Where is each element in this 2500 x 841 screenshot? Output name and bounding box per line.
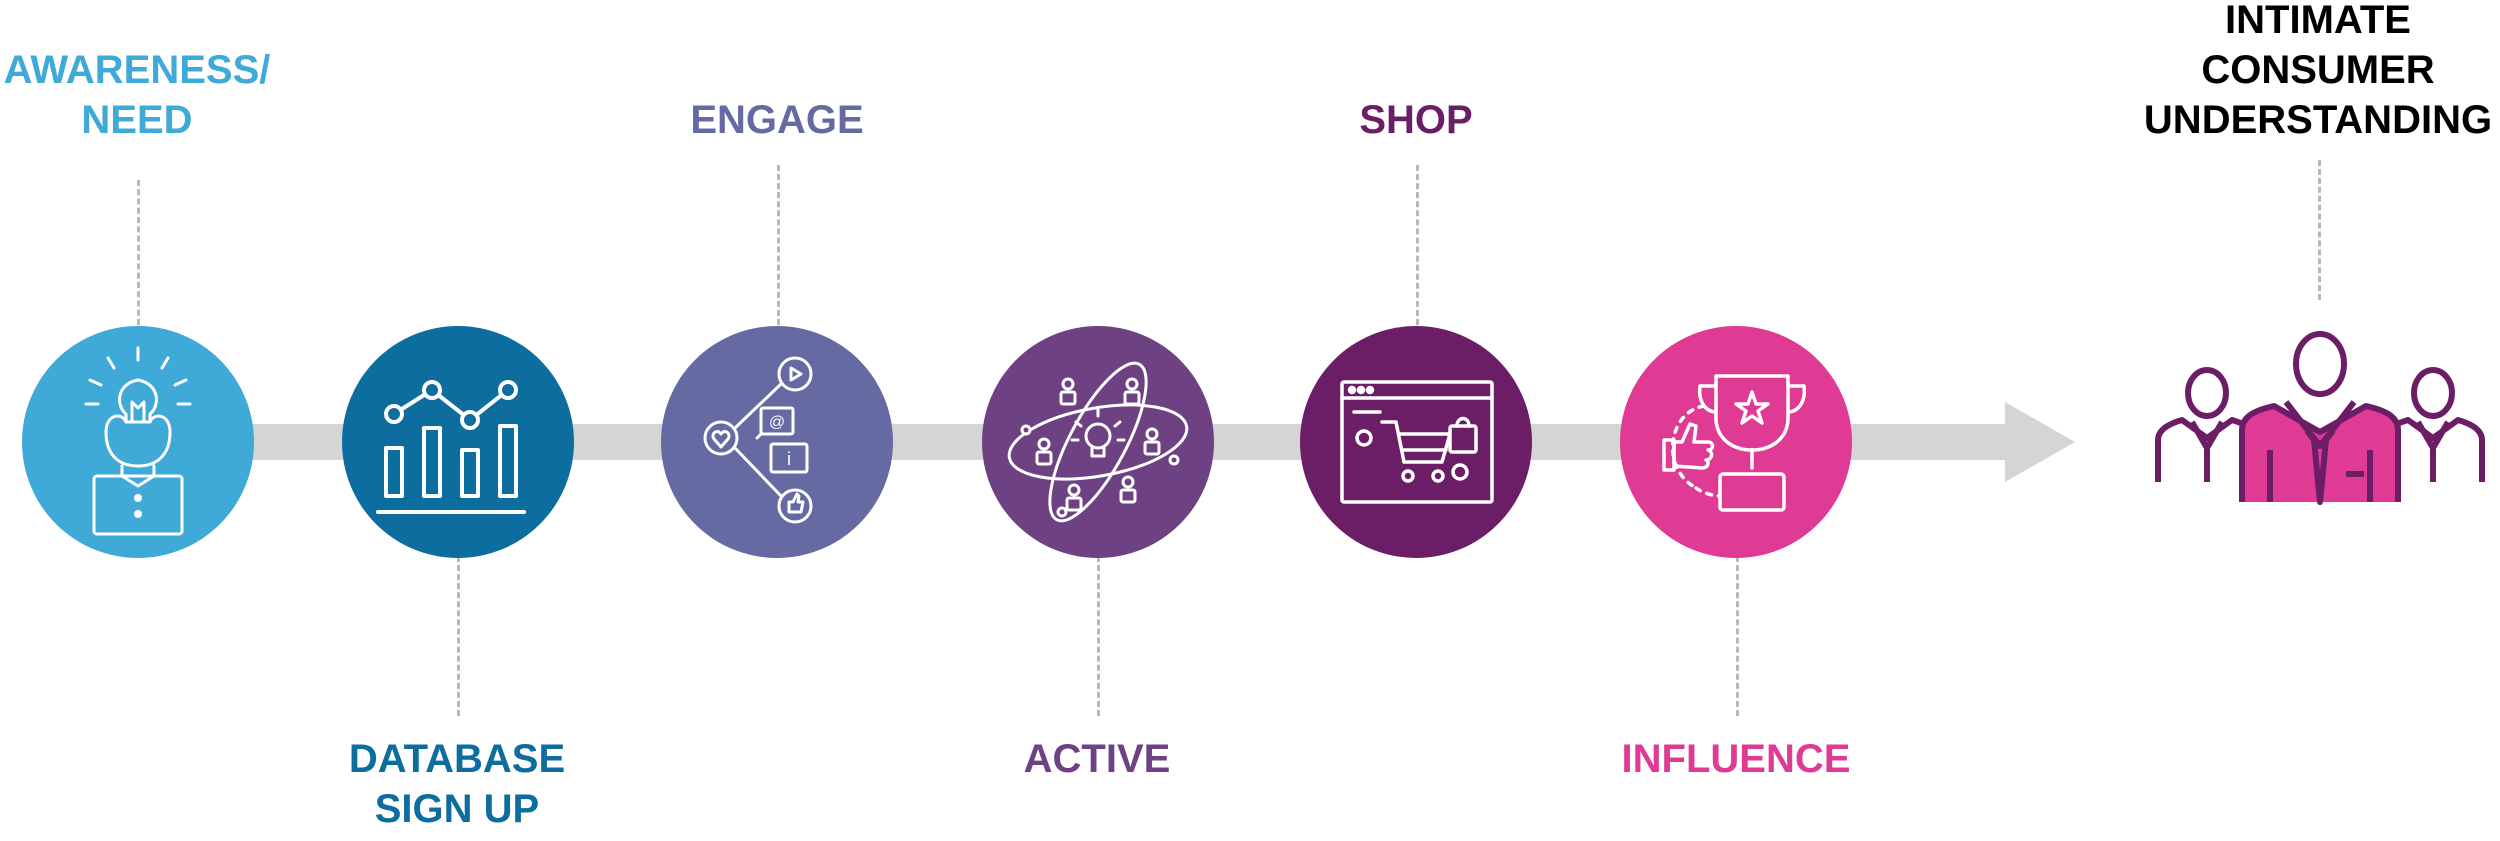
connector-active [1097,556,1100,716]
timeline-arrow-head [2005,402,2075,482]
connector-awareness [137,180,140,325]
idea-person-icon [84,346,192,536]
people-group-icon [2155,331,2485,505]
connector-engage [777,165,780,325]
stage-circle-influence [1620,326,1852,558]
network-orbit-icon [1007,361,1189,523]
connector-outcome [2318,160,2321,300]
stage-circle-database [342,326,574,558]
stage-label-shop: SHOP [1359,98,1473,142]
stage-label-engage: ENGAGE [690,98,864,142]
stage-circle-engage: @ i [661,326,893,558]
stage-circle-shop [1300,326,1532,558]
stage-circle-active [982,326,1214,558]
bar-chart-icon [376,380,526,514]
trophy-icon [1662,374,1807,512]
shopping-cart-icon [1340,380,1494,504]
stage-label-active: ACTIVE [1023,737,1171,781]
outcome-label: INTIMATE CONSUMER UNDERSTANDING [2143,0,2493,142]
stage-label-influence: INFLUENCE [1621,737,1851,781]
svg-text:i: i [787,449,791,469]
social-share-icon: @ i [703,356,813,524]
svg-text:@: @ [769,414,785,431]
connector-database [457,556,460,716]
stage-label-database: DATABASE SIGN UP [348,737,566,831]
connector-shop [1416,165,1419,325]
stage-circle-awareness [22,326,254,558]
connector-influence [1736,556,1739,716]
stage-label-awareness: AWARENESS/ NEED [3,48,271,142]
